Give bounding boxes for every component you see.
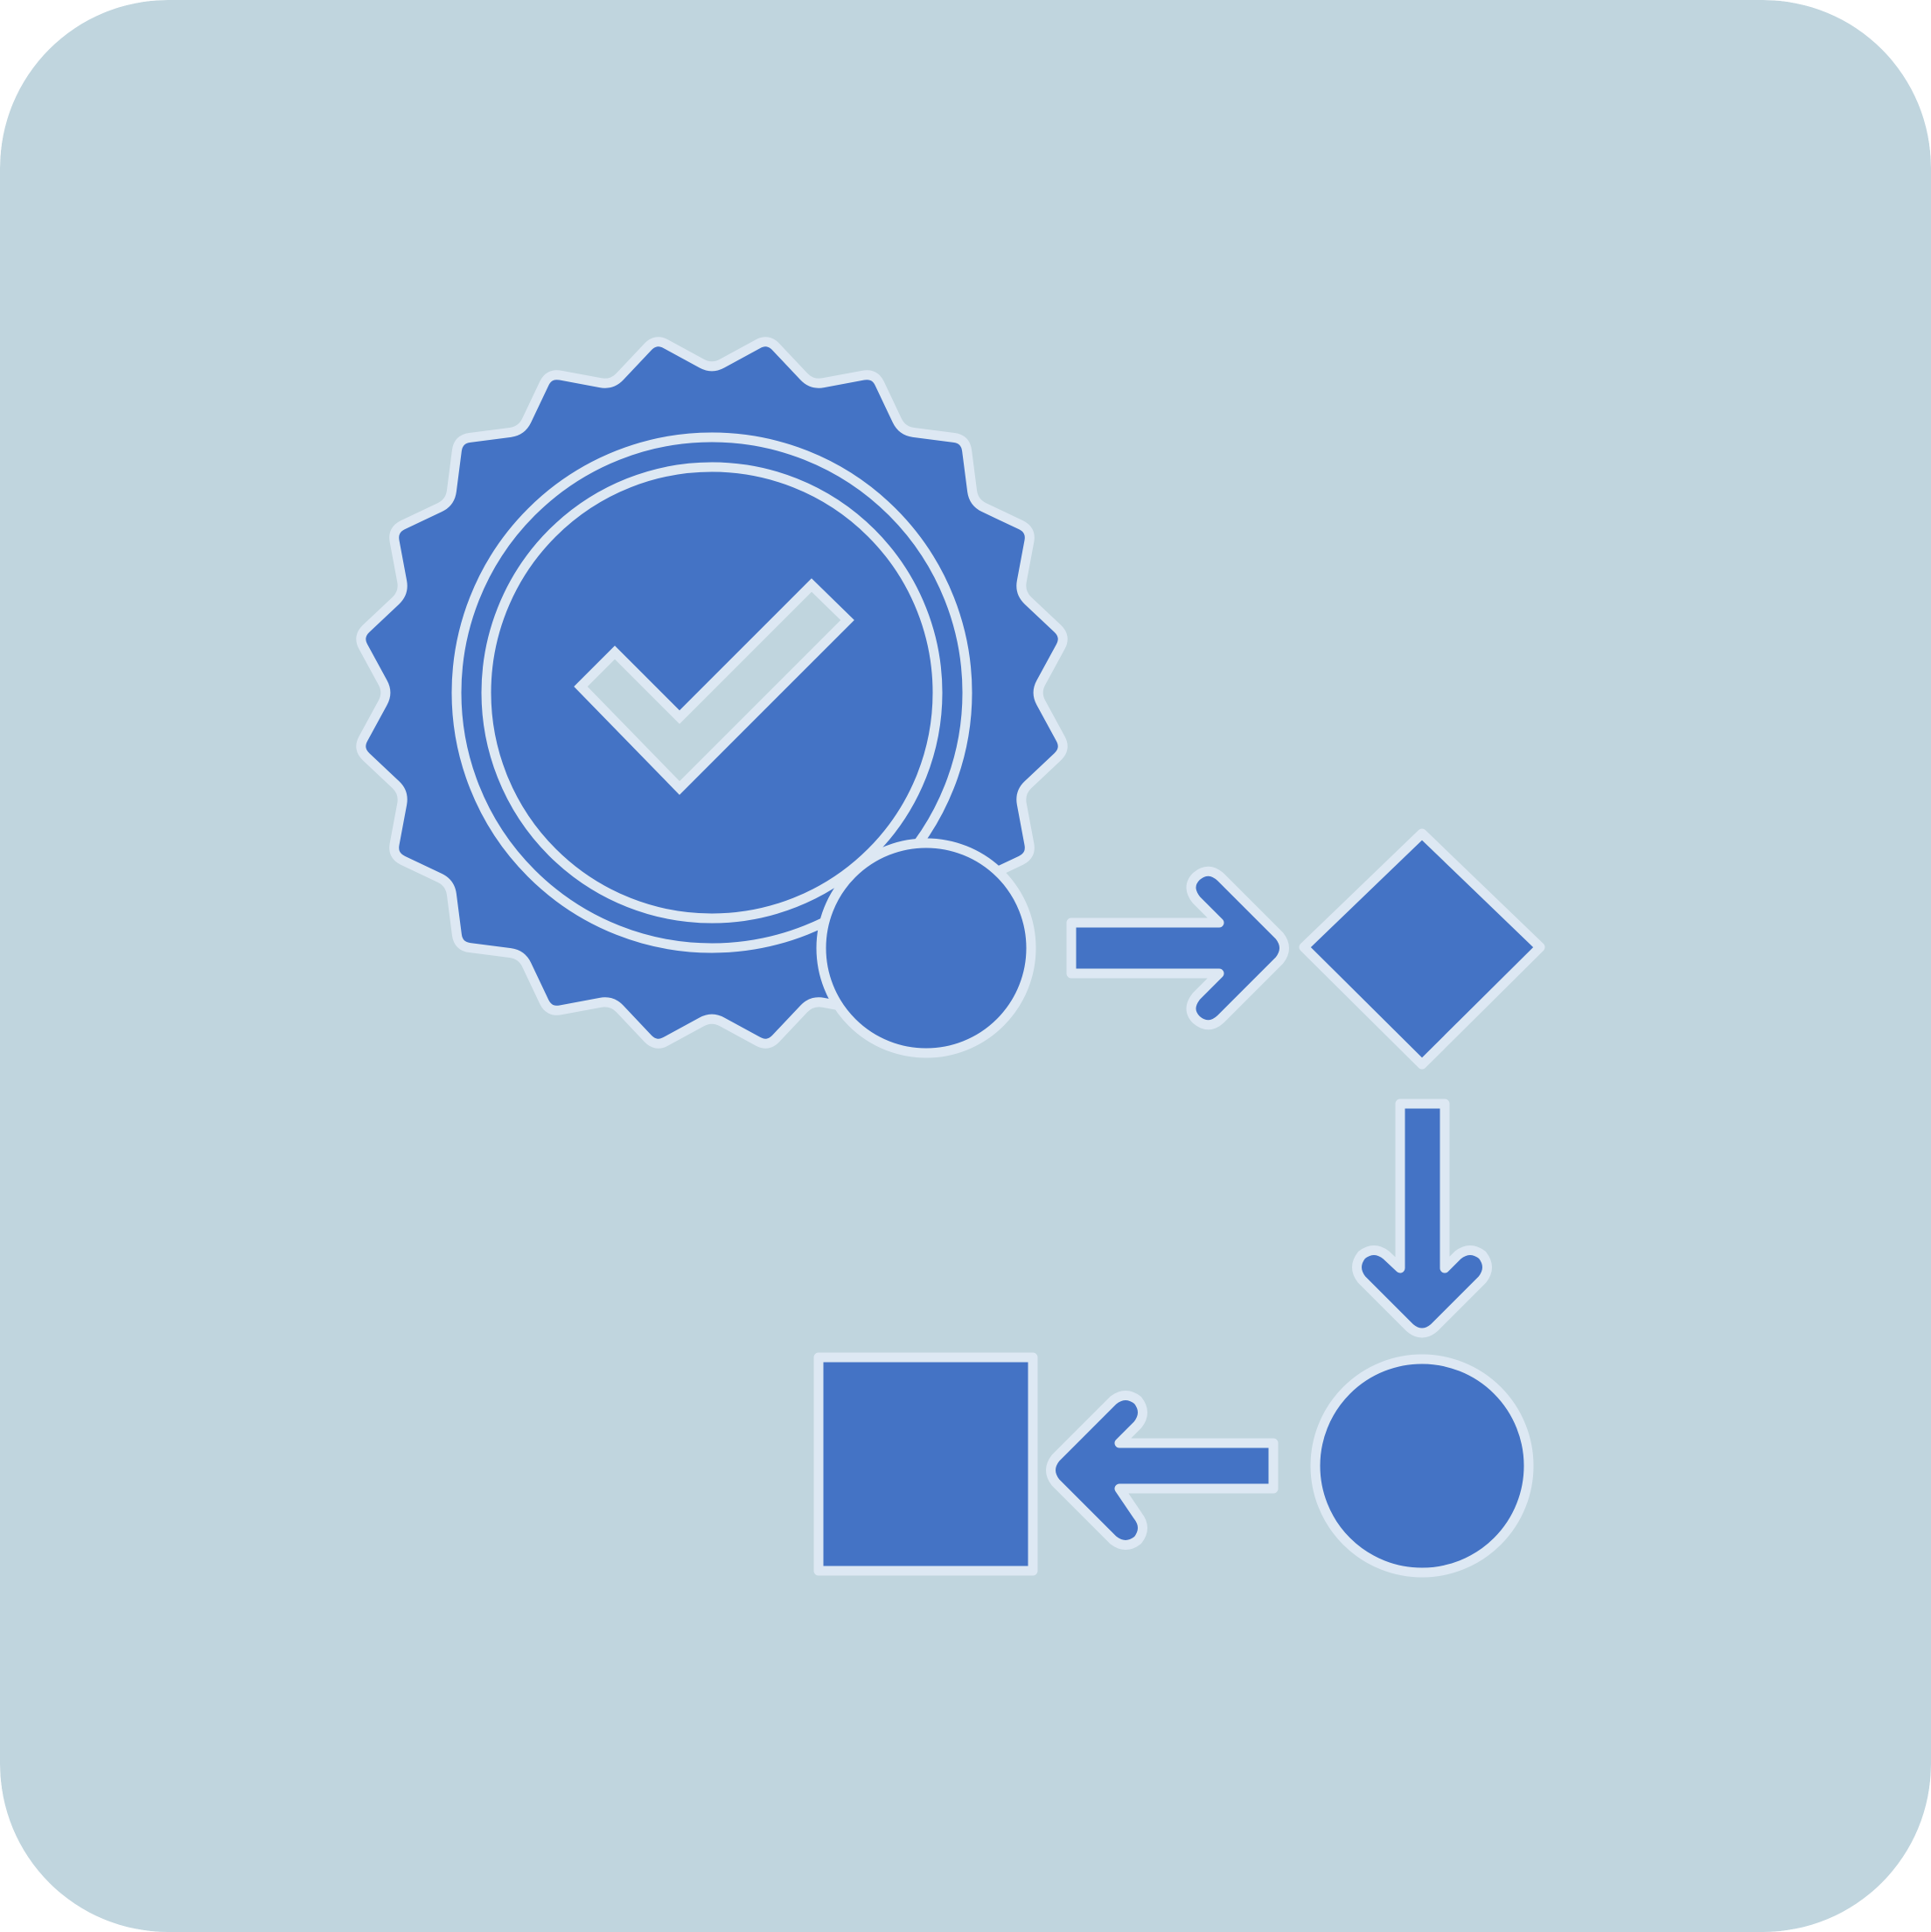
- start-node-circle: [816, 838, 1036, 1058]
- end-node-square: [813, 1352, 1038, 1576]
- arrow-left-icon: [1046, 1391, 1279, 1550]
- process-node-circle: [1310, 1354, 1534, 1578]
- arrow-down-icon: [1352, 1099, 1492, 1338]
- checkmark-icon: [574, 578, 854, 795]
- decision-diamond: [1299, 828, 1545, 1070]
- arrow-right-icon: [1066, 866, 1289, 1030]
